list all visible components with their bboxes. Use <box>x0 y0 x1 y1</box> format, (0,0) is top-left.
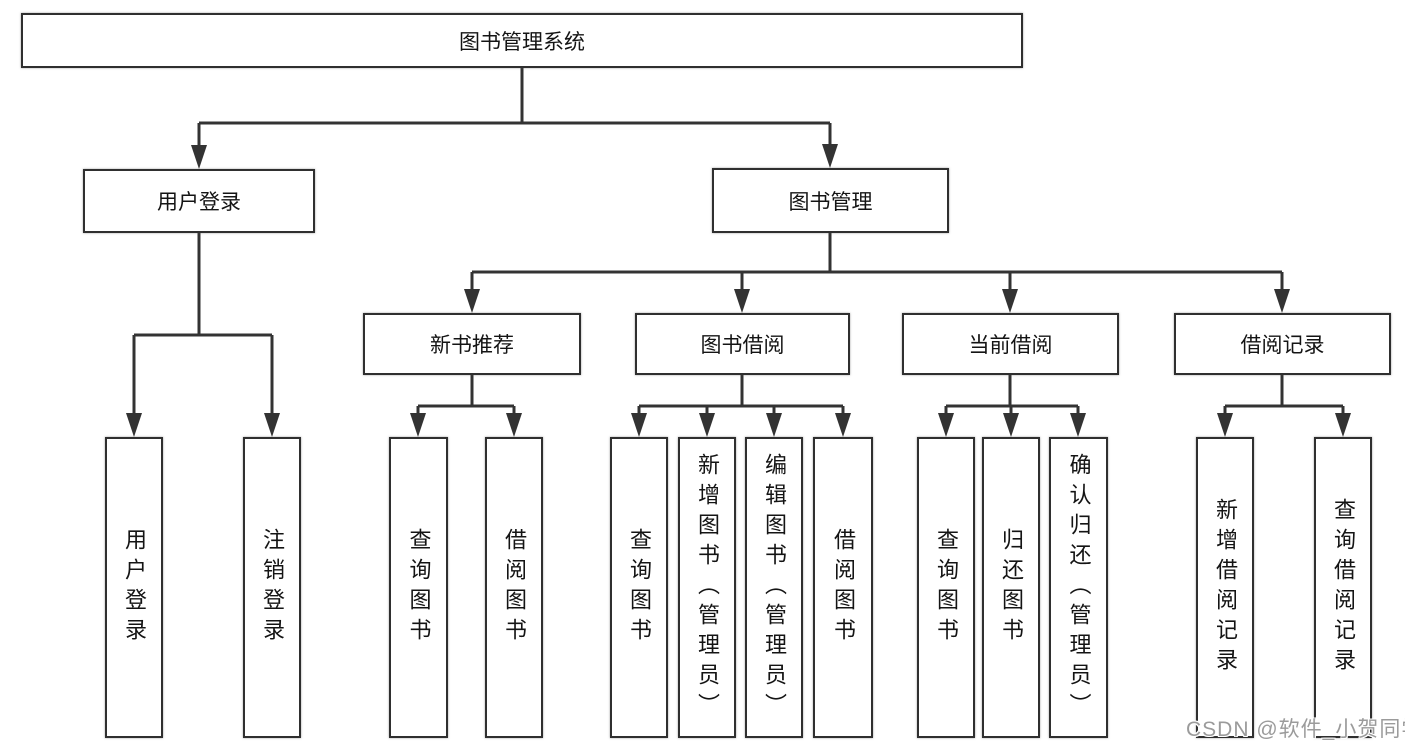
leaf-recommend-borrow-books: 借阅图书 <box>485 437 543 738</box>
leaf-recommend-query-books: 查询图书 <box>389 437 448 738</box>
leaf-add-borrow-record: 新增借阅记录 <box>1196 437 1254 738</box>
node-library-management-system: 图书管理系统 <box>21 13 1023 68</box>
node-borrowing-records: 借阅记录 <box>1174 313 1391 375</box>
leaf-edit-books-admin: 编辑图书（管理员） <box>745 437 803 738</box>
node-user-login: 用户登录 <box>83 169 315 233</box>
leaf-confirm-return-admin: 确认归还（管理员） <box>1049 437 1108 738</box>
leaf-borrowing-borrow-books: 借阅图书 <box>813 437 873 738</box>
csdn-watermark: CSDN @软件_小贺同学 <box>1186 718 1405 741</box>
leaf-borrowing-query-books: 查询图书 <box>610 437 668 738</box>
node-book-management: 图书管理 <box>712 168 949 233</box>
leaf-query-borrow-record: 查询借阅记录 <box>1314 437 1372 738</box>
leaf-return-books: 归还图书 <box>982 437 1040 738</box>
leaf-current-query-books: 查询图书 <box>917 437 975 738</box>
leaf-logout: 注销登录 <box>243 437 301 738</box>
leaf-user-login: 用户登录 <box>105 437 163 738</box>
node-book-borrowing: 图书借阅 <box>635 313 850 375</box>
node-current-borrowing: 当前借阅 <box>902 313 1119 375</box>
node-new-book-recommendation: 新书推荐 <box>363 313 581 375</box>
leaf-add-books-admin: 新增图书（管理员） <box>678 437 736 738</box>
